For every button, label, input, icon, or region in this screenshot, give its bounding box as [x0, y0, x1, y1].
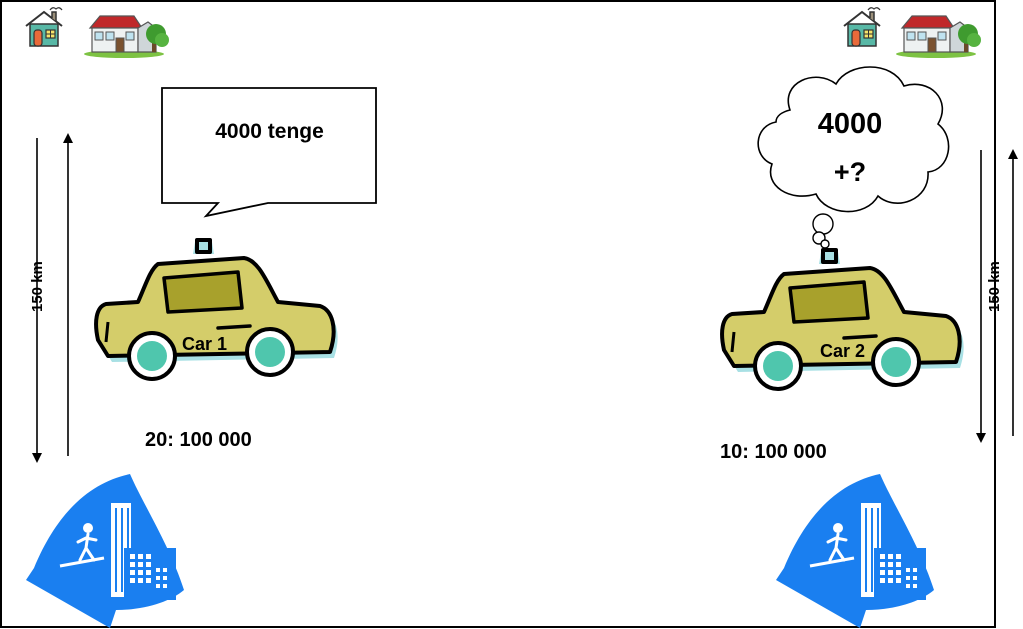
car-1-ratio-label: 20: 100 000	[145, 429, 252, 451]
page-border	[0, 0, 996, 628]
taxi-car-icon	[720, 248, 966, 391]
city-building-icon	[774, 472, 936, 629]
left-distance-label: 150 km	[29, 261, 46, 312]
taxi-car-icon	[94, 238, 340, 381]
small-house-icon	[843, 6, 881, 47]
thought-question-text: +?	[833, 157, 867, 187]
thought-price-text: 4000	[817, 108, 883, 140]
house-with-tree-icon	[895, 15, 982, 59]
thought-bubble-dot	[820, 239, 830, 249]
right-distance-label: 150 km	[986, 261, 1003, 312]
city-building-icon	[24, 472, 186, 629]
car-2-ratio-label: 10: 100 000	[720, 441, 827, 463]
car-1-label: Car 1	[182, 334, 228, 354]
speech-callout-icon	[161, 87, 377, 218]
callout-price-text: 4000 tenge	[215, 120, 324, 143]
car-2-label: Car 2	[820, 341, 866, 361]
thought-cloud-icon	[757, 66, 950, 213]
house-with-tree-icon	[83, 15, 170, 59]
small-house-icon	[25, 6, 63, 47]
thought-bubble-dot	[812, 213, 834, 235]
